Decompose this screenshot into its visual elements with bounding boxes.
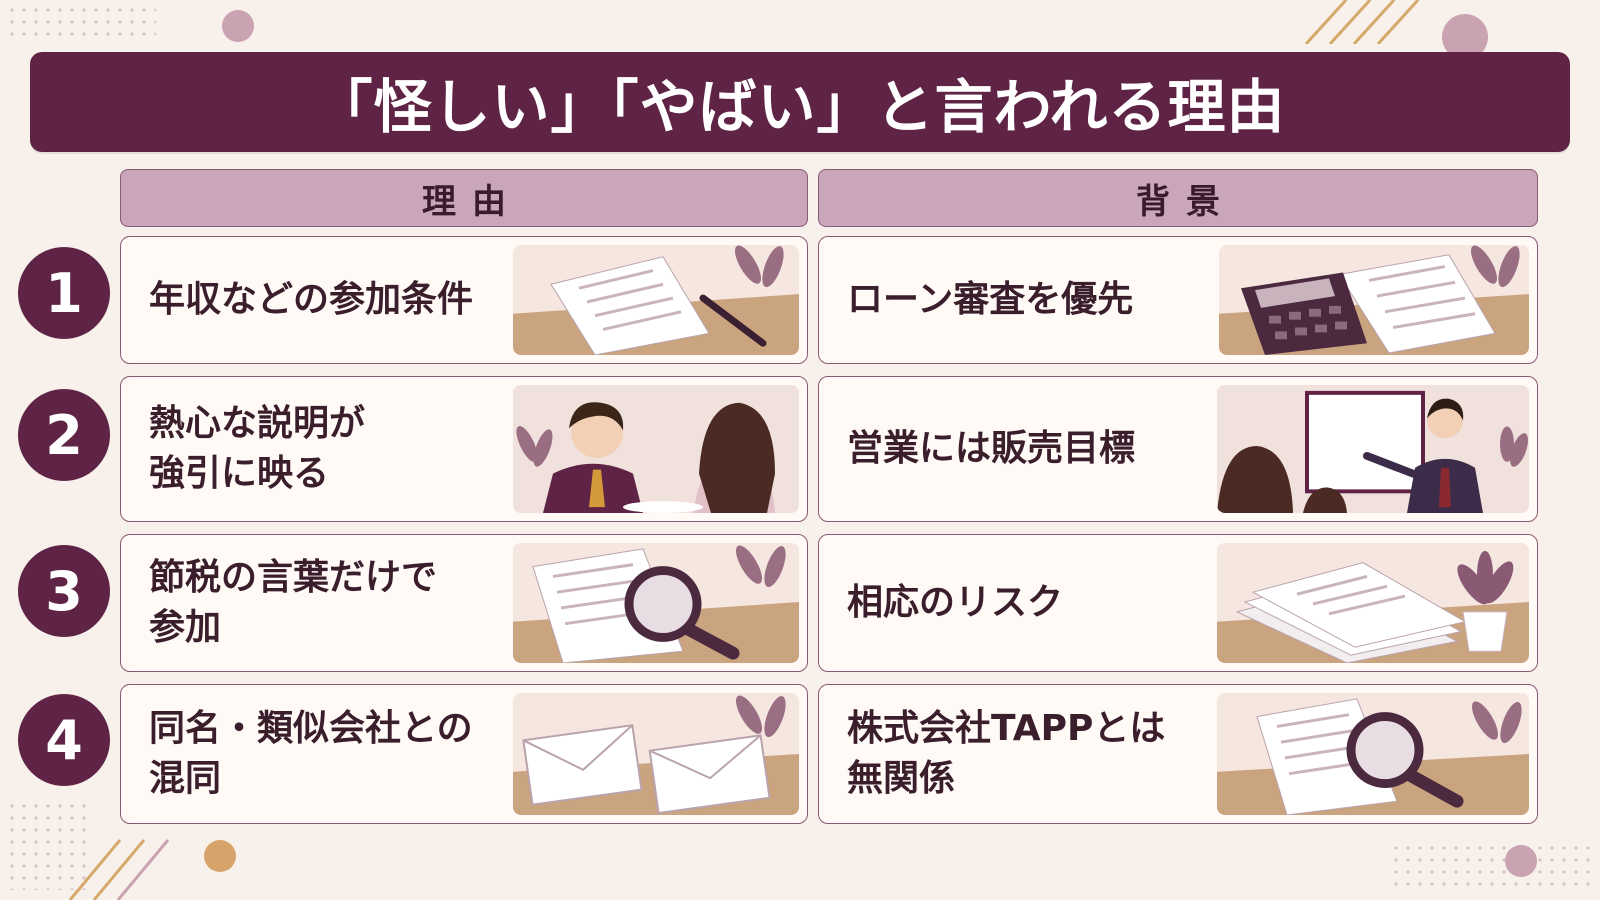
reason-card: 熱心な説明が強引に映る <box>120 376 808 522</box>
background-column-header: 背景 <box>818 169 1538 227</box>
background-text: ローン審査を優先 <box>847 279 1134 320</box>
row-number-badge: 4 <box>18 694 110 786</box>
reason-text: 節税の言葉だけで参加 <box>149 557 438 648</box>
background-card: ローン審査を優先 <box>818 236 1538 364</box>
stripe-decoration <box>68 839 170 900</box>
background-text: 営業には販売目標 <box>847 428 1136 469</box>
reason-text: 熱心な説明が強引に映る <box>149 403 366 494</box>
background-card: 相応のリスク <box>818 534 1538 672</box>
reason-card: 節税の言葉だけで参加 <box>120 534 808 672</box>
salesperson-meeting-icon <box>513 385 799 513</box>
reason-text: 同名・類似会社との混同 <box>149 708 473 799</box>
background-text: 株式会社TAPPとは無関係 <box>847 708 1166 799</box>
title-banner: 「怪しい」「やばい」と言われる理由 <box>30 52 1570 152</box>
envelopes-icon <box>513 693 799 815</box>
reason-header-label: 理由 <box>422 181 522 222</box>
row-number-badge: 1 <box>18 247 110 339</box>
dot-pattern-bottom-right <box>1390 842 1590 892</box>
circle-decoration <box>222 10 254 42</box>
stripe-decoration <box>1304 0 1420 44</box>
reason-card: 同名・類似会社との混同 <box>120 684 808 824</box>
paper-stack-icon <box>1217 543 1529 663</box>
circle-decoration <box>204 840 236 872</box>
document-pen-icon <box>513 245 799 355</box>
background-text: 相応のリスク <box>847 582 1064 623</box>
background-header-label: 背景 <box>1136 181 1236 222</box>
row-number-badge: 3 <box>18 545 110 637</box>
magnifier-document-icon <box>1217 693 1529 815</box>
reason-card: 年収などの参加条件 <box>120 236 808 364</box>
circle-decoration <box>1505 845 1537 877</box>
page-title: 「怪しい」「やばい」と言われる理由 <box>314 73 1286 141</box>
magnifier-document-icon <box>513 543 799 663</box>
dot-pattern-top-left <box>6 4 156 44</box>
row-number-badge: 2 <box>18 389 110 481</box>
dot-pattern-bottom-left <box>6 800 86 890</box>
calculator-document-icon <box>1219 245 1529 355</box>
background-card: 株式会社TAPPとは無関係 <box>818 684 1538 824</box>
reason-column-header: 理由 <box>120 169 808 227</box>
background-card: 営業には販売目標 <box>818 376 1538 522</box>
presentation-icon <box>1217 385 1529 513</box>
reason-text: 年収などの参加条件 <box>149 279 474 320</box>
